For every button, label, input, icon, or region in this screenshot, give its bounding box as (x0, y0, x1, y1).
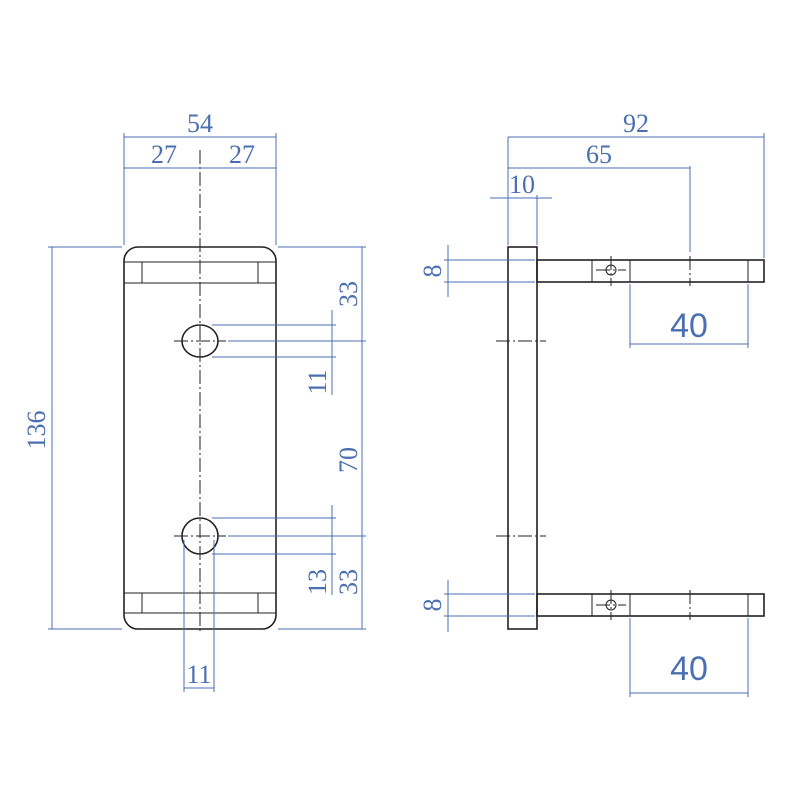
dim-11-upper-label: 11 (303, 369, 332, 394)
dim-92-label: 92 (623, 109, 649, 138)
dim-27-right-label: 27 (229, 140, 255, 169)
dim-8-bottom-label: 8 (418, 599, 447, 612)
dim-33-bottom-label: 33 (334, 569, 363, 595)
top-arm (536, 259, 765, 283)
side-view: 92 65 10 8 8 40 40 (418, 109, 765, 697)
dim-65-label: 65 (586, 140, 612, 169)
dim-27-left-label: 27 (151, 140, 177, 169)
front-view: 54 27 27 136 33 70 33 11 13 11 (22, 109, 366, 692)
dim-13-label: 13 (303, 569, 332, 595)
dim-136-label: 136 (22, 411, 51, 450)
dim-40-top-label: 40 (670, 307, 708, 345)
dim-10-label: 10 (509, 170, 535, 199)
dim-8-top-label: 8 (418, 265, 447, 278)
dim-70-label: 70 (334, 447, 363, 473)
dim-54-label: 54 (187, 109, 213, 138)
dim-11-bottom-label: 11 (186, 660, 211, 689)
side-plate (507, 246, 538, 630)
dim-33-top-label: 33 (334, 281, 363, 307)
bottom-arm (536, 593, 765, 617)
dim-40-bottom-label: 40 (670, 650, 708, 688)
